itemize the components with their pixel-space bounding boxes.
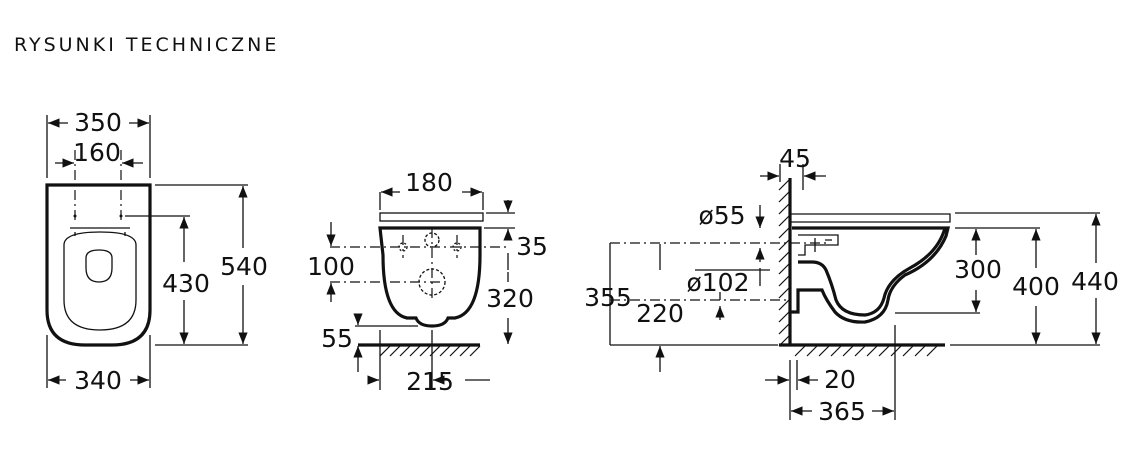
dim-180: 180 <box>405 168 453 197</box>
dim-55: 55 <box>321 324 353 353</box>
top-view: 350 160 540 430 340 <box>45 108 268 395</box>
dim-45: 45 <box>779 144 811 173</box>
dim-160: 160 <box>73 138 121 167</box>
side-seat <box>789 213 951 223</box>
dim-215: 215 <box>406 367 454 396</box>
dim-100: 100 <box>307 252 355 281</box>
dim-300: 300 <box>954 255 1002 284</box>
dim-440: 440 <box>1071 267 1119 296</box>
dim-355: 355 <box>584 283 632 312</box>
dim-220: 220 <box>636 299 684 328</box>
page-title: RYSUNKI TECHNICZNE <box>14 34 280 56</box>
seat-rim <box>379 212 484 222</box>
dim-d102: ø102 <box>686 268 749 297</box>
dim-d55: ø55 <box>698 201 745 230</box>
side-bowl <box>790 226 951 324</box>
front-view: 180 35 100 320 55 215 <box>307 168 548 396</box>
seat-outline <box>63 231 137 331</box>
dim-340: 340 <box>74 366 122 395</box>
dim-350: 350 <box>74 108 122 137</box>
dim-365: 365 <box>818 397 866 426</box>
front-body <box>378 226 482 328</box>
dim-35: 35 <box>516 232 548 261</box>
bowl-outline <box>45 183 152 347</box>
side-view: 45 ø55 ø102 355 220 300 400 440 20 <box>584 144 1119 426</box>
dim-540: 540 <box>220 252 268 281</box>
seat-lid-hole <box>85 249 113 283</box>
dim-430: 430 <box>162 269 210 298</box>
dim-20: 20 <box>824 365 856 394</box>
dim-400: 400 <box>1012 272 1060 301</box>
dim-320: 320 <box>486 284 534 313</box>
